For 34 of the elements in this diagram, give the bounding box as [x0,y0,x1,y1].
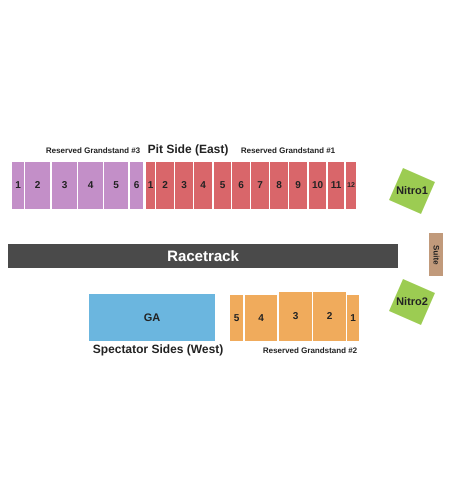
seating-section: GA [89,294,215,341]
seating-section: 2 [25,162,50,209]
grandstand-label: Reserved Grandstand #1 [240,146,336,155]
seating-section: 9 [289,162,307,209]
seating-section: 11 [328,162,344,209]
seating-section: 1 [347,295,359,341]
seating-section [389,279,435,325]
seating-section: 3 [279,292,312,341]
seating-section: 4 [78,162,103,209]
suite-section: Suite [429,233,443,276]
seating-section: 6 [232,162,250,209]
seating-section: 5 [230,295,243,341]
seating-section: 5 [104,162,128,209]
seating-section: 1 [146,162,155,209]
seating-section: 2 [313,292,346,341]
seating-section: 7 [251,162,269,209]
seating-section: 2 [156,162,174,209]
area-heading: Spectator Sides (West) [92,342,224,356]
racetrack-band: Racetrack [8,244,398,268]
grandstand-label: Reserved Grandstand #2 [262,346,358,355]
grandstand-label: Reserved Grandstand #3 [46,146,140,155]
seating-section: 10 [309,162,326,209]
area-heading: Pit Side (East) [148,142,228,156]
seating-section [389,168,435,214]
seating-section: 3 [52,162,77,209]
seating-section: 1 [12,162,24,209]
seating-section: 3 [175,162,193,209]
seating-section: 6 [130,162,143,209]
seating-section: 4 [245,295,277,341]
section-label: Nitro2 [396,296,428,308]
seating-section: 4 [194,162,212,209]
seating-section: 8 [270,162,288,209]
seating-section: 5 [214,162,231,209]
section-label: Nitro1 [396,185,428,197]
